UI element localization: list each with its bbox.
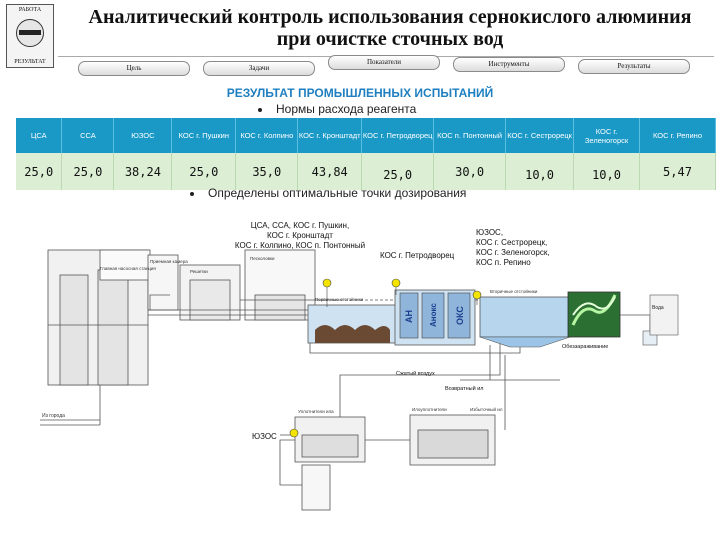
- nav-item-goal[interactable]: Цель: [78, 61, 190, 76]
- stage-label: Приемная камера: [150, 259, 188, 264]
- dosing-point-uzos: [289, 428, 299, 438]
- dosing-label-left: ЦСА, ССА, КОС г. Пушкин, КОС г. Кронштад…: [215, 221, 385, 251]
- table-header-cell: КОС г. Сестрорецк: [505, 118, 575, 153]
- emblem-icon: [16, 19, 44, 47]
- table-cell: 43,84: [297, 153, 363, 190]
- table-header-cell: КОС г. Петродворец: [361, 118, 435, 153]
- logo: РАБОТА РЕЗУЛЬТАТ: [6, 4, 54, 68]
- bullet-dosing-text: Определены оптимальные точки дозирования: [208, 186, 467, 200]
- section-title: РЕЗУЛЬТАТ ПРОМЫШЛЕННЫХ ИСПЫТАНИЙ: [226, 86, 494, 100]
- label-return-sludge: Возвратный ил: [445, 385, 484, 392]
- table-cell: 25,0: [61, 153, 115, 190]
- table-header-cell: КОС п. Понтонный: [433, 118, 507, 153]
- tank-label-anox: Анокс: [429, 303, 438, 327]
- page-title: Аналитический контроль использования сер…: [60, 6, 720, 50]
- table-cell: 25,0: [16, 153, 63, 190]
- table-cell: 10,0: [573, 153, 640, 190]
- stage-label: Уплотнители ила: [298, 409, 334, 414]
- page-title-line1: Аналитический контроль использования сер…: [88, 6, 692, 28]
- tank-label-an: АН: [404, 310, 414, 323]
- label-air: Сжатый воздух: [396, 370, 435, 377]
- stage-label: Первичные отстойники: [315, 296, 364, 302]
- nav-item-indicators[interactable]: Показатели: [328, 55, 440, 70]
- process-diagram: АН Анокс ОКС Вода Главная насосная станц…: [40, 249, 679, 511]
- dosing-label-line: ЦСА, ССА, КОС г. Пушкин,: [250, 221, 350, 230]
- dosing-label-right: ЮЗОС, КОС г. Сестрорецк, КОС г. Зеленого…: [476, 228, 550, 268]
- stage-label: Решетки: [190, 269, 208, 274]
- dosing-label-line: КОС г. Сестрорецк,: [476, 238, 548, 247]
- primary-sludge: [315, 325, 390, 343]
- stage-label: Избыточный ил: [470, 406, 503, 412]
- dosing-point-petrodvorets: [391, 278, 401, 288]
- logo-bottom-text: РЕЗУЛЬТАТ: [14, 59, 46, 65]
- stage-label: Песколовки: [250, 256, 275, 261]
- table-row: 25,0 25,0 38,24 25,0 35,0 43,84 25,0 30,…: [16, 153, 716, 190]
- nav-item-tasks[interactable]: Задачи: [203, 61, 315, 76]
- dosing-point-left: [322, 278, 332, 288]
- nav-item-results[interactable]: Результаты: [578, 59, 690, 74]
- table-header-cell: КОС г. Кронштадт: [297, 118, 363, 153]
- dosing-label-line: КОС г. Зеленогорск,: [476, 248, 550, 257]
- bullet-icon: [190, 191, 194, 196]
- stage-label: Илоуплотнители: [412, 407, 447, 412]
- tank-label-oks: ОКС: [455, 306, 465, 325]
- dosing-label-line: ЮЗОС,: [476, 228, 504, 237]
- stage-label: Главная насосная станция: [100, 266, 156, 271]
- table-cell: 35,0: [235, 153, 299, 190]
- table-cell: 38,24: [113, 153, 173, 190]
- norms-table: ЦСА ССА ЮЗОС КОС г. Пушкин КОС г. Колпин…: [16, 118, 716, 190]
- bullet-norms-text: Нормы расхода реагента: [276, 102, 417, 116]
- bullet-icon: [258, 107, 262, 112]
- table-header-cell: КОС г. Зеленогорск: [573, 118, 640, 153]
- dosing-label-petrodvorets: КОС г. Петродворец: [380, 251, 455, 260]
- table-header-row: ЦСА ССА ЮЗОС КОС г. Пушкин КОС г. Колпин…: [16, 118, 716, 153]
- secondary-settler: [479, 296, 571, 338]
- table-cell: 10,0: [505, 153, 575, 190]
- table-header-cell: ЮЗОС: [113, 118, 173, 153]
- nav-item-tools[interactable]: Инструменты: [453, 57, 565, 72]
- nav-bar: Цель Задачи Показатели Инструменты Резул…: [58, 55, 714, 76]
- page-title-line2: при очистке сточных вод: [276, 28, 504, 50]
- table-header-cell: КОС г. Пушкин: [171, 118, 237, 153]
- table-header-cell: ЦСА: [16, 118, 63, 153]
- table-cell: 25,0: [171, 153, 237, 190]
- dosing-point-right: [472, 290, 482, 300]
- label-from-city: Из города: [42, 413, 65, 419]
- dosing-label-line: КОС п. Репино: [476, 258, 531, 267]
- label-water: Вода: [652, 305, 664, 311]
- dosing-label-uzos: ЮЗОС: [252, 432, 277, 441]
- table-cell: 30,0: [433, 153, 507, 190]
- table-cell: 5,47: [639, 153, 716, 190]
- logo-top-text: РАБОТА: [18, 7, 42, 13]
- stage-label: Вторичные отстойники: [490, 288, 538, 294]
- table-header-cell: КОС г. Колпино: [235, 118, 299, 153]
- label-disinfection: Обеззараживание: [562, 344, 608, 350]
- dosing-label-line: КОС г. Кронштадт: [267, 231, 333, 240]
- bullet-norms: Нормы расхода реагента: [258, 102, 416, 116]
- table-cell: 25,0: [361, 153, 435, 190]
- bullet-dosing: Определены оптимальные точки дозирования: [190, 186, 466, 200]
- dosing-label-line: КОС г. Колпино, КОС п. Понтонный: [234, 241, 366, 250]
- table-header-cell: КОС г. Репино: [639, 118, 716, 153]
- table-header-cell: ССА: [61, 118, 115, 153]
